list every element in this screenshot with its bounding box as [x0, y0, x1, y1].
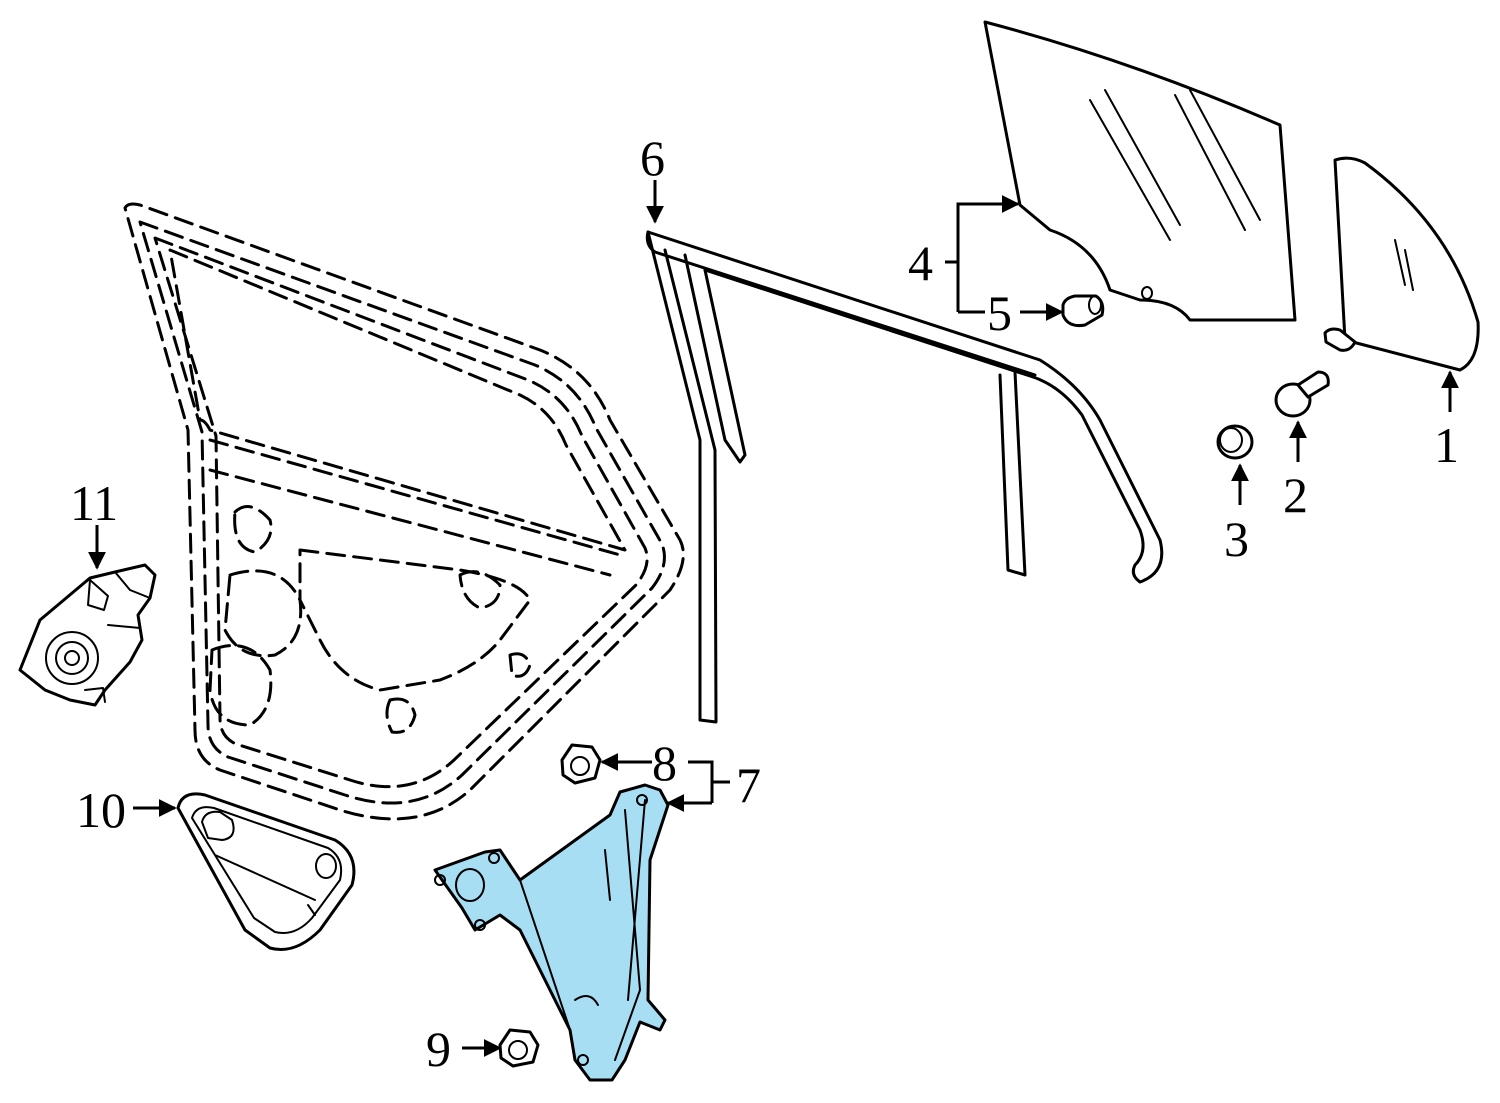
window-regulator[interactable]: [433, 783, 670, 1082]
callout-leaders: [88, 180, 1459, 1057]
callout-2: 2: [1283, 467, 1308, 523]
callout-7: 7: [736, 757, 761, 813]
access-hole-seal: [176, 792, 356, 951]
glass-run-channel: [645, 230, 1164, 724]
door-shell: [123, 202, 685, 821]
callout-3: 3: [1224, 511, 1249, 567]
door-glass: [983, 20, 1297, 322]
fixed-quarter-glass: [1323, 156, 1480, 372]
callout-9: 9: [426, 1021, 451, 1077]
regulator-nut-lower: [498, 1028, 540, 1068]
window-motor: [18, 563, 157, 707]
callout-10: 10: [76, 782, 126, 838]
callout-4: 4: [908, 235, 933, 291]
glass-guide: [1061, 294, 1105, 327]
bumper: [1216, 424, 1254, 460]
callout-8: 8: [652, 735, 677, 791]
regulator-nut-upper: [560, 743, 602, 785]
regulator-body[interactable]: [433, 783, 670, 1082]
callout-6: 6: [640, 130, 665, 186]
clip-fastener: [1274, 370, 1330, 418]
callout-5: 5: [987, 285, 1012, 341]
callout-11: 11: [70, 475, 119, 531]
callout-1: 1: [1434, 417, 1459, 473]
